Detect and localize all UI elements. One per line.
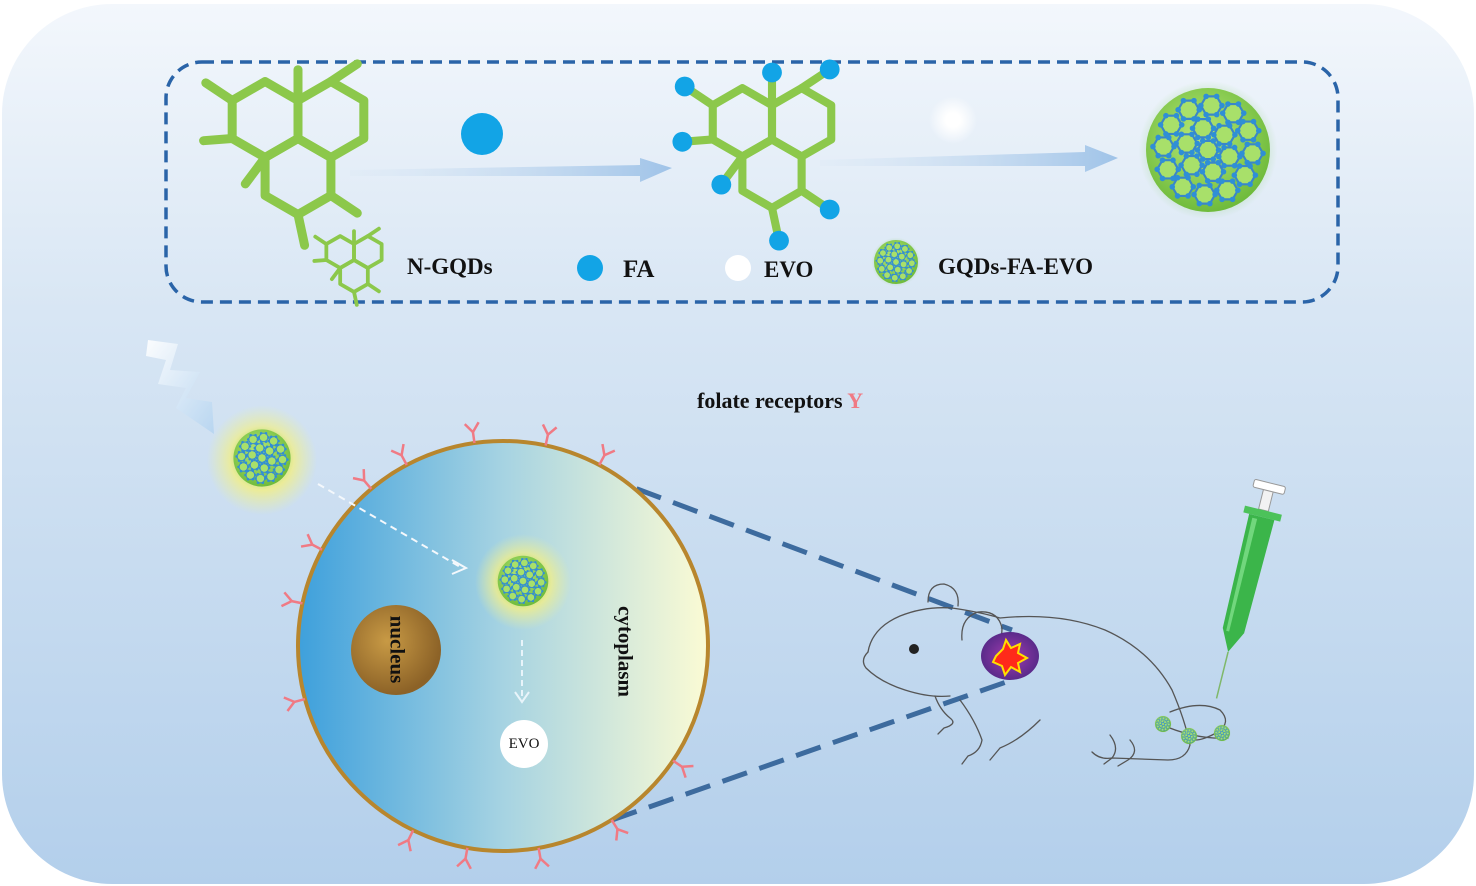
nucleus [351, 605, 441, 695]
receptor-icon [672, 759, 694, 779]
receptor-caption-symbol: Y [847, 388, 864, 413]
evo-dot-icon [929, 96, 977, 144]
receptor-icon [280, 591, 303, 608]
arrow-icon-2 [820, 145, 1118, 172]
entry-path [317, 483, 463, 569]
legend-ngqds-label: N-GQDs [407, 254, 493, 279]
receptor-icon [456, 847, 472, 870]
receptor-icon [541, 423, 558, 446]
mouse-icon [862, 583, 1229, 767]
receptor-caption: folate receptors Y [697, 390, 863, 412]
light-bolt-icon [146, 340, 214, 434]
dashed-frame [164, 60, 1340, 304]
nanoparticle-icon [1138, 80, 1278, 220]
evo-released [500, 720, 548, 768]
nanoparticle-icon-inside [494, 552, 552, 610]
graphene-fa-icon [672, 59, 840, 251]
receptor-icon [534, 847, 550, 870]
receptor-icon [463, 421, 480, 444]
legend-evo-label: EVO [764, 257, 814, 282]
receptor-caption-text: folate receptors [697, 388, 843, 413]
graphene-icon [199, 59, 369, 250]
nanoparticle-icon-outside [229, 425, 295, 491]
receptor-icon [283, 696, 306, 712]
receptor-icon [390, 443, 408, 466]
folate-receptors [280, 421, 694, 870]
legend-complex-label: GQDs-FA-EVO [938, 254, 1093, 279]
fa-dot-icon [461, 113, 503, 155]
receptor-icon [397, 829, 415, 852]
legend-fa-label: FA [623, 256, 655, 283]
release-arrowhead [514, 691, 530, 704]
arrow-icon-1 [350, 158, 672, 182]
tumor-burst-icon [991, 637, 1030, 678]
entry-arrowhead [451, 559, 469, 575]
nucleus-label: nucleus [385, 615, 410, 684]
receptor-icon [352, 469, 373, 490]
receptor-icon [300, 533, 323, 551]
receptor-icon [598, 443, 616, 466]
zoom-line-bottom [611, 677, 1013, 823]
evo-released-label: EVO [508, 736, 540, 752]
receptor-icon [610, 819, 629, 841]
cytoplasm-label: cytoplasm [613, 606, 638, 697]
legend-nanoparticle-icon [871, 237, 921, 287]
mouse-eye [909, 644, 919, 654]
cell [296, 439, 710, 853]
syringe-icon [1215, 479, 1286, 699]
legend-fa-icon [577, 255, 603, 281]
zoom-line-top [599, 472, 1013, 633]
legend-graphene-icon [312, 226, 384, 307]
legend-evo-icon [725, 255, 751, 281]
